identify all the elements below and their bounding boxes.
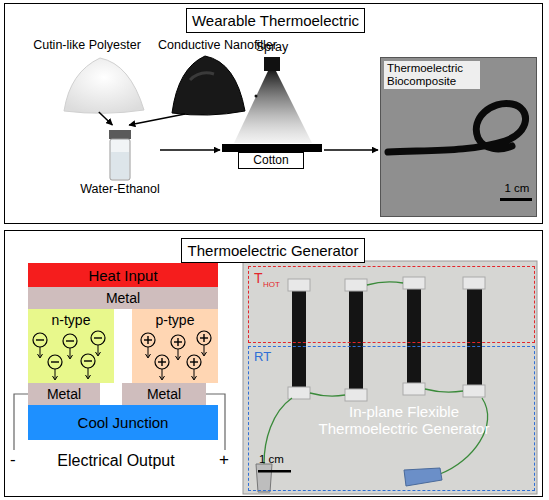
electron-symbol [33, 333, 47, 358]
metal-contact: Metal [122, 383, 206, 405]
node-label: Water-Ethanol [74, 182, 166, 196]
vial-liquid [111, 152, 129, 179]
electron-symbol [48, 355, 62, 380]
metal-contact: Metal [28, 287, 218, 309]
node-label: Metal [28, 386, 100, 402]
heat-source: Heat Input [28, 263, 218, 287]
photo-panel: Thermoelectric Biocomposite 1 cm [380, 57, 537, 217]
hole-symbol [171, 335, 185, 360]
thermoelectric-strip [349, 285, 363, 395]
node-label: T [254, 270, 263, 286]
metal-tab [463, 277, 485, 289]
free-label: Electrical Output [36, 452, 196, 470]
node-label: Spray [222, 40, 322, 54]
substrate-box: Cotton [238, 152, 304, 169]
flow-arrow [160, 149, 220, 151]
spray-droplet [255, 95, 258, 98]
wire [14, 394, 28, 450]
node-label: Thermoelectric Generator [181, 238, 365, 263]
node-label: Thermoelectric Biocomposite [384, 61, 480, 89]
thermoelectric-strip [407, 283, 421, 389]
black-powder [172, 56, 245, 115]
cold-sink: Cool Junction [28, 405, 218, 440]
hole-symbol [141, 333, 155, 358]
photo-background [243, 261, 537, 494]
green-wire [367, 282, 403, 285]
node-label: 1 cm [259, 453, 284, 466]
metal-tab [288, 279, 310, 291]
fabric-loop [388, 103, 526, 152]
alligator-clip [256, 464, 272, 492]
material-image: Conductive Nanofiller [158, 36, 266, 112]
free-label: - [10, 450, 16, 470]
vial-image: Water-Ethanol [82, 127, 158, 198]
node-label: Cool Junction [28, 414, 218, 431]
scale-bar [258, 470, 291, 473]
semiconductor-leg: p-type [132, 309, 218, 383]
green-wire [310, 393, 345, 396]
room-temperature-zone: RT In-plane Flexible Thermoelectric Gener… [248, 346, 535, 491]
hot-zone: THOT [248, 266, 535, 343]
node-label: Heat Input [28, 267, 218, 284]
scale-bar [500, 198, 532, 201]
node-label: Metal [28, 290, 218, 306]
node-label: 1 cm [499, 182, 535, 195]
node-label: In-plane Flexible Thermoelectric Generat… [299, 403, 509, 438]
node-label: RT [254, 350, 271, 365]
metal-contact: Metal [28, 383, 100, 405]
metal-tab [403, 277, 425, 289]
alligator-clip [404, 468, 442, 486]
vial-body [110, 139, 130, 180]
panel: Wearable ThermoelectricCutin-like Polyes… [4, 3, 543, 224]
metal-tab [345, 279, 367, 291]
node-label: n-type [28, 312, 114, 328]
thermoelectric-strip [467, 283, 482, 391]
node-label: p-type [132, 312, 218, 328]
electron-symbol [91, 331, 105, 356]
substrate-bar [222, 144, 322, 152]
node-label: Conductive Nanofiller [158, 38, 266, 52]
node-label: Wearable Thermoelectric [186, 8, 365, 33]
electron-symbol [63, 334, 77, 359]
metal-tab [403, 383, 425, 395]
flow-arrow [129, 114, 185, 125]
flow-arrow [324, 149, 378, 151]
hole-symbol [187, 355, 201, 380]
node-label: Cutin-like Polyester [28, 38, 146, 52]
hole-symbol [197, 331, 211, 356]
metal-tab [288, 387, 310, 399]
hole-symbol [155, 355, 169, 380]
white-powder [64, 58, 144, 113]
flow-arrow [99, 112, 113, 125]
node-label: Cotton [239, 154, 303, 168]
node-label: HOT [263, 280, 280, 289]
free-label: + [219, 450, 229, 470]
thermoelectric-strip [292, 285, 306, 393]
spray-nozzle [264, 57, 280, 71]
semiconductor-leg: n-type [28, 309, 114, 383]
spray-mist [234, 71, 312, 143]
powder-highlight [190, 73, 214, 80]
metal-tab [345, 389, 367, 401]
green-wire [425, 389, 463, 392]
material-image: Cutin-like Polyester [28, 36, 146, 110]
electron-symbol [81, 354, 95, 379]
spray-image: Spray [222, 38, 322, 152]
vial-cap [109, 130, 131, 139]
metal-tab [463, 385, 485, 397]
node-label: Metal [122, 386, 206, 402]
